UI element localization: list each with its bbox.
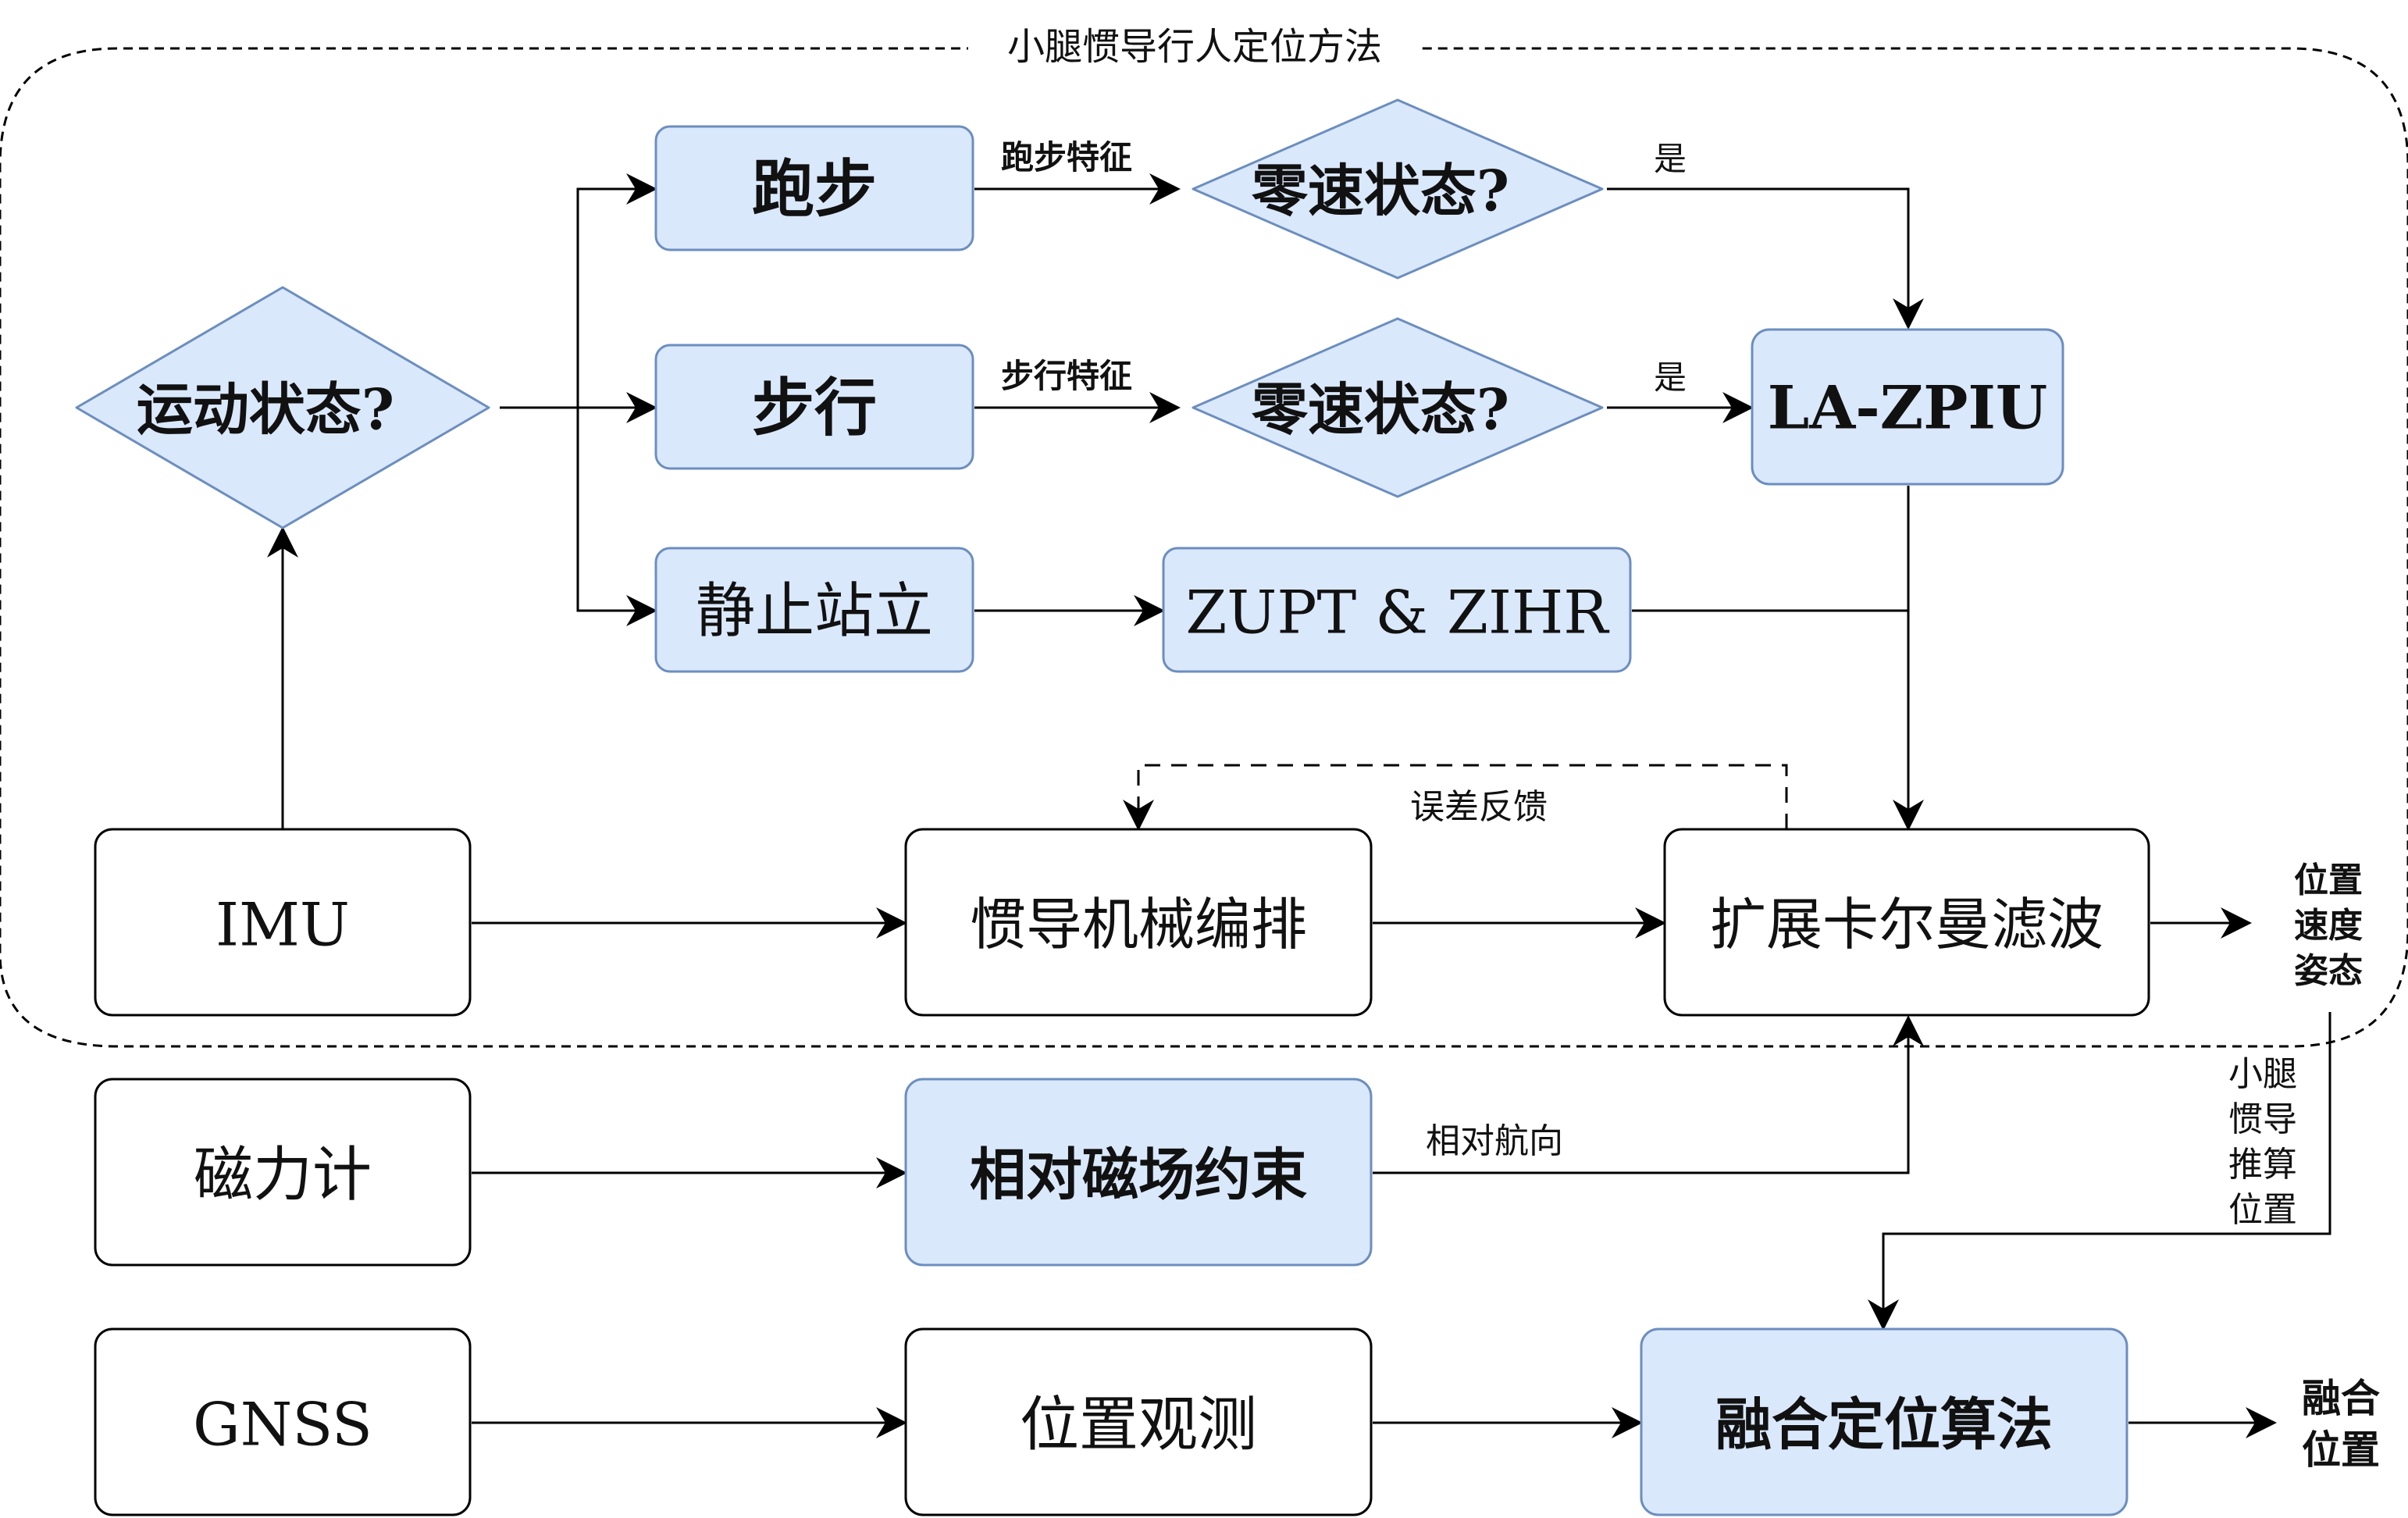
gnss-label: GNSS bbox=[193, 1390, 372, 1459]
zero-vel-walk-decision bbox=[1192, 317, 1604, 498]
running-label: 跑步 bbox=[752, 152, 877, 226]
walking-box bbox=[654, 344, 974, 470]
group-title: 小腿惯导行人定位方法 bbox=[1007, 25, 1382, 69]
ekf-output-line-1: 位置 bbox=[2294, 861, 2363, 900]
motion-state-decision bbox=[75, 286, 490, 529]
relative-heading-label: 相对航向 bbox=[1426, 1121, 1563, 1161]
run-feature-label: 跑步特征 bbox=[1001, 138, 1132, 176]
ped-pos-line-3: 推算 bbox=[2228, 1145, 2297, 1185]
fusion-label: 融合定位算法 bbox=[1715, 1392, 2053, 1458]
gnss-box bbox=[94, 1327, 472, 1516]
zero-vel-run-decision bbox=[1192, 98, 1604, 280]
fused-output-line-1: 融合 bbox=[2302, 1376, 2380, 1421]
ped-pos-line-1: 小腿 bbox=[2228, 1054, 2297, 1094]
rel-mag-constraint-box bbox=[904, 1078, 1373, 1267]
ped-pos-line-2: 惯导 bbox=[2228, 1099, 2297, 1139]
ins-mech-label: 惯导机械编排 bbox=[970, 892, 1307, 957]
ekf-output-line-3: 姿态 bbox=[2294, 951, 2363, 991]
yes-run-label: 是 bbox=[1654, 140, 1687, 178]
zero-vel-walk-label: 零速状态? bbox=[1252, 376, 1509, 443]
ekf-box bbox=[1663, 828, 2150, 1017]
imu-box bbox=[94, 828, 472, 1017]
imu-label: IMU bbox=[216, 890, 350, 960]
group-title-bg bbox=[968, 23, 1421, 73]
running-box bbox=[654, 125, 974, 251]
ekf-label: 扩展卡尔曼滤波 bbox=[1710, 892, 2103, 957]
magnetometer-box bbox=[94, 1078, 472, 1267]
edge-to-running bbox=[576, 173, 657, 408]
standing-box bbox=[654, 547, 974, 673]
pos-obs-box bbox=[904, 1327, 1373, 1516]
ins-mech-box bbox=[904, 828, 1373, 1017]
rel-mag-constraint-label: 相对磁场约束 bbox=[970, 1142, 1307, 1208]
edge-to-standing bbox=[576, 408, 657, 626]
zupt-zihr-label: ZUPT & ZIHR bbox=[1186, 578, 1611, 647]
yes-walk-label: 是 bbox=[1654, 358, 1687, 397]
standing-label: 静止站立 bbox=[696, 576, 933, 646]
la-zpiu-box bbox=[1751, 328, 2064, 486]
pos-obs-label: 位置观测 bbox=[1020, 1390, 1257, 1459]
ekf-output-line-2: 速度 bbox=[2294, 906, 2363, 946]
zupt-zihr-box bbox=[1162, 547, 1632, 673]
edge-relmag-ekf bbox=[1373, 1015, 1924, 1174]
walk-feature-label: 步行特征 bbox=[1001, 357, 1132, 395]
edge-ped-fusion bbox=[1868, 1012, 2331, 1331]
error-feedback-label: 误差反馈 bbox=[1410, 787, 1548, 827]
edge-yes-run bbox=[1607, 187, 1924, 330]
edge-error-feedback bbox=[1123, 764, 1788, 831]
motion-state-label: 运动状态? bbox=[137, 376, 394, 443]
ped-pos-line-4: 位置 bbox=[2228, 1190, 2297, 1230]
walking-label: 步行 bbox=[752, 371, 877, 444]
fusion-box bbox=[1640, 1327, 2128, 1516]
zero-vel-run-label: 零速状态? bbox=[1252, 158, 1509, 224]
magnetometer-label: 磁力计 bbox=[194, 1140, 372, 1210]
la-zpiu-label: LA-ZPIU bbox=[1768, 373, 2047, 443]
fused-output-line-2: 位置 bbox=[2302, 1427, 2380, 1473]
